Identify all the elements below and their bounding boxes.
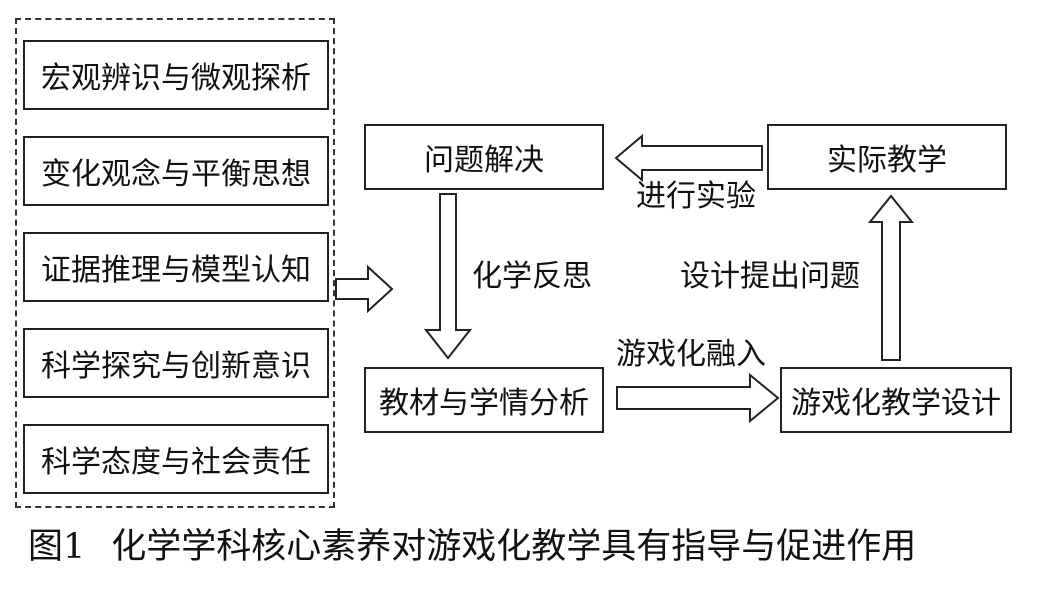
competency-box-change-equilibrium: 变化观念与平衡思想: [23, 136, 329, 206]
edge-label-conduct-experiment: 进行实验: [636, 179, 756, 214]
arrow-competencies-to-analysis: [335, 264, 394, 314]
arrow-design-to-teaching: [867, 194, 915, 361]
edge-label-gamification-integration: 游戏化融入: [616, 337, 766, 372]
actual-teaching-box: 实际教学: [767, 124, 1007, 190]
problem-solving-box: 问题解决: [364, 124, 604, 190]
competency-box-attitude-responsibility: 科学态度与社会责任: [23, 424, 329, 494]
edge-label-chemistry-reflection: 化学反思: [472, 259, 592, 294]
competency-box-macro-micro: 宏观辨识与微观探析: [23, 40, 329, 110]
figure-caption: 图1 化学学科核心素养对游戏化教学具有指导与促进作用: [28, 530, 916, 565]
material-analysis-box: 教材与学情分析: [364, 367, 604, 433]
gamified-design-box: 游戏化教学设计: [780, 367, 1012, 433]
core-competencies-group: [15, 18, 335, 508]
arrow-problem-to-analysis: [423, 193, 473, 360]
edge-label-design-questions: 设计提出问题: [680, 259, 860, 294]
figure-number: 图1: [28, 527, 86, 567]
competency-box-evidence-model: 证据推理与模型认知: [23, 232, 329, 302]
figure-caption-text: 化学学科核心素养对游戏化教学具有指导与促进作用: [111, 527, 917, 567]
competency-box-inquiry-innovation: 科学探究与创新意识: [23, 328, 329, 398]
arrow-analysis-to-design: [616, 372, 780, 424]
arrow-teaching-to-problem: [614, 133, 763, 183]
